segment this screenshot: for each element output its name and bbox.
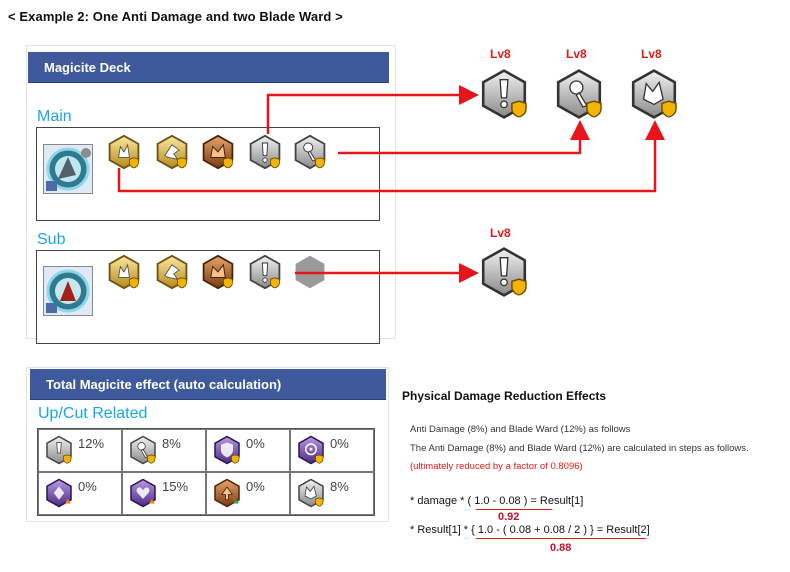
arrow-beast-ward-main: [117, 120, 665, 193]
main-character-orb-icon: [44, 145, 92, 193]
blade-ward-icon: [128, 435, 158, 465]
effect-cell-beast-ward[interactable]: 8%: [290, 472, 374, 515]
effect-cell-shield-buff[interactable]: 0%: [206, 429, 290, 472]
physical-up-icon: [212, 478, 242, 508]
blade-ward-value: 8%: [162, 436, 181, 451]
shield-buff-icon: [212, 435, 242, 465]
arrow-blade-ward-main: [338, 120, 590, 155]
formula-2-underline: [476, 538, 646, 539]
anti-damage-icon: [44, 435, 74, 465]
main-section-label: Main: [37, 108, 72, 125]
effect-cell-physical-up[interactable]: 0%: [206, 472, 290, 515]
magicite-effect-title: Total Magicite effect (auto calculation): [46, 376, 282, 392]
heart-up-icon: [128, 478, 158, 508]
level-label-main-1: Lv8: [490, 47, 511, 61]
shield-buff-value: 0%: [246, 436, 265, 451]
main-magicite-5-blade-ward[interactable]: [292, 134, 328, 170]
level-label-sub-1: Lv8: [490, 226, 511, 240]
effect-cell-magic-up[interactable]: 0%: [38, 472, 122, 515]
magic-up-value: 0%: [78, 479, 97, 494]
level-label-main-3: Lv8: [641, 47, 662, 61]
heart-up-value: 15%: [162, 479, 189, 494]
formula-2-result: 0.88: [550, 542, 572, 554]
magicite-deck-title: Magicite Deck: [44, 59, 131, 75]
calculation-title: Physical Damage Reduction Effects: [402, 389, 607, 403]
formula-1-underline: [476, 509, 552, 510]
beast-ward-icon: [296, 478, 326, 508]
anti-damage-value: 12%: [78, 436, 105, 451]
physical-up-value: 0%: [246, 479, 265, 494]
up-cut-related-label: Up/Cut Related: [38, 405, 148, 422]
main-magicite-1-gold-beast[interactable]: [106, 134, 142, 170]
sub-section-label: Sub: [37, 231, 66, 248]
effect-grid: 12% 8% 0% 0% 0% 15% 0% 8%: [37, 428, 375, 516]
formula-2: * Result[1] * { 1.0 - ( 0.08 + 0.08 / 2 …: [410, 524, 650, 536]
effect-cell-magic-ward[interactable]: 0%: [290, 429, 374, 472]
sub-magicite-1-gold-beast[interactable]: [106, 254, 142, 290]
formula-1: * damage * ( 1.0 - 0.08 ) = Result[1]: [410, 495, 584, 507]
anti-damage-lv8-icon: [478, 68, 530, 120]
effect-cell-anti-damage[interactable]: 12%: [38, 429, 122, 472]
beast-ward-lv8-icon: [628, 68, 680, 120]
calculation-line-1: Anti Damage (8%) and Blade Ward (12%) as…: [410, 424, 631, 435]
anti-damage-sub-lv8-icon: [478, 246, 530, 298]
sub-magicite-3-bronze-beast[interactable]: [200, 254, 236, 290]
main-magicite-2-gold-bird[interactable]: [154, 134, 190, 170]
main-magicite-3-bronze-beast[interactable]: [200, 134, 236, 170]
sub-magicite-2-gold-bird[interactable]: [154, 254, 190, 290]
effect-cell-blade-ward[interactable]: 8%: [122, 429, 206, 472]
sub-character-avatar[interactable]: [43, 266, 93, 316]
page-title: < Example 2: One Anti Damage and two Bla…: [8, 9, 343, 24]
sub-character-orb-icon: [44, 267, 92, 315]
formula-1-result: 0.92: [498, 511, 520, 523]
calculation-line-3: (ultimately reduced by a factor of 0.809…: [410, 461, 583, 472]
arrow-anti-damage-main: [266, 85, 479, 134]
effect-cell-heart-up[interactable]: 15%: [122, 472, 206, 515]
calculation-line-2: The Anti Damage (8%) and Blade Ward (12%…: [410, 443, 749, 454]
magicite-deck-header: Magicite Deck: [28, 52, 389, 82]
magic-ward-icon: [296, 435, 326, 465]
main-magicite-4-anti-damage[interactable]: [247, 134, 283, 170]
magic-up-icon: [44, 478, 74, 508]
sub-magicite-4-anti-damage[interactable]: [247, 254, 283, 290]
magic-ward-value: 0%: [330, 436, 349, 451]
blade-ward-lv8-icon: [553, 68, 605, 120]
main-character-avatar[interactable]: [43, 144, 93, 194]
beast-ward-value: 8%: [330, 479, 349, 494]
level-label-main-2: Lv8: [566, 47, 587, 61]
magicite-effect-header: Total Magicite effect (auto calculation): [30, 369, 386, 399]
